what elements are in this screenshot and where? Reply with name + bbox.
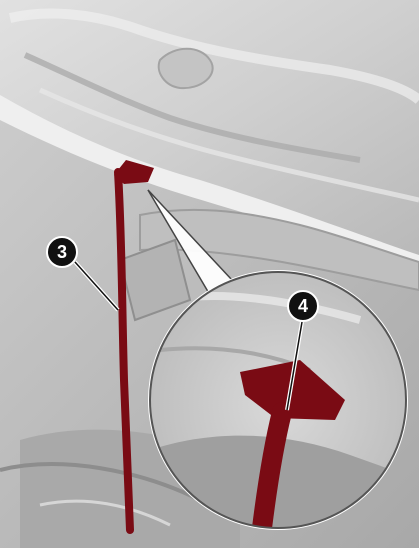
marker-4-label: 4	[298, 296, 308, 316]
marker-3-label: 3	[57, 242, 67, 262]
hood-cutout	[159, 49, 213, 88]
